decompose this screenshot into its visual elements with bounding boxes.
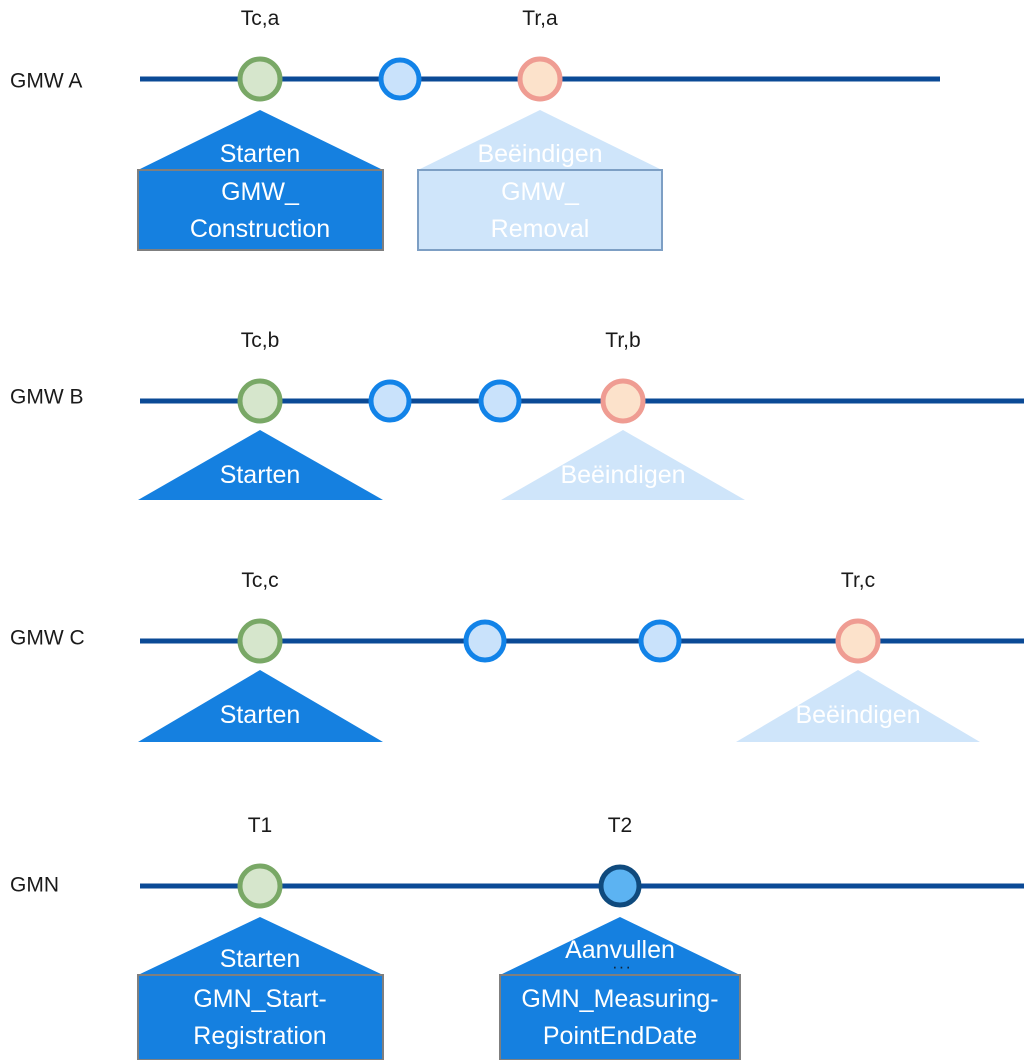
flag-box-line1: GMN_Start-	[193, 985, 326, 1013]
time-label-trb: Tr,b	[605, 329, 640, 352]
flag-starten-gmn[interactable]: Starten GMN_Start- Registration	[137, 917, 384, 1060]
intermediate-marker-2[interactable]	[478, 379, 522, 423]
flag-title: Beëindigen	[560, 461, 685, 489]
construction-marker[interactable]	[237, 56, 283, 102]
removal-marker[interactable]	[835, 618, 881, 664]
flag-box-line2: Registration	[193, 1022, 326, 1050]
flag-box-line2: Removal	[491, 215, 590, 243]
construction-marker[interactable]	[237, 378, 283, 424]
flag-starten-b[interactable]: Starten	[138, 430, 383, 500]
flag-pentagon	[138, 670, 383, 742]
row-gmw-c: GMW C Starten Beëindigen Tc,c Tr,c	[10, 569, 1024, 742]
flag-pentagon	[501, 430, 745, 500]
flag-pentagon	[736, 670, 980, 742]
flag-starten-c[interactable]: Starten	[138, 670, 383, 742]
flag-title: Aanvullen	[565, 936, 675, 964]
flag-box-line2: Construction	[190, 215, 330, 243]
construction-marker[interactable]	[237, 618, 283, 664]
flag-aanvullen-gmn[interactable]: Aanvullen ··· GMN_Measuring- PointEndDat…	[499, 917, 741, 1060]
flag-box-line1: GMW_	[501, 178, 580, 206]
flag-box	[499, 974, 741, 1060]
time-label-t1: T1	[248, 814, 273, 837]
time-label-tcb: Tc,b	[241, 329, 280, 352]
row-gmn: GMN Starten GMN_Start- Registration Aanv…	[10, 814, 1024, 1060]
intermediate-marker-2[interactable]	[638, 619, 682, 663]
row-label-gmw-b: GMW B	[10, 386, 84, 409]
time-label-tcc: Tc,c	[241, 569, 278, 592]
intermediate-marker[interactable]	[378, 57, 422, 101]
flag-beeindigen-c[interactable]: Beëindigen	[736, 670, 980, 742]
flag-pentagon	[138, 110, 383, 172]
time-label-tra: Tr,a	[522, 7, 558, 30]
flag-beeindigen-b[interactable]: Beëindigen	[501, 430, 745, 500]
flag-box-line1: GMN_Measuring-	[521, 985, 718, 1013]
flag-box-line1: GMW_	[221, 178, 300, 206]
time-label-t2: T2	[608, 814, 633, 837]
flag-title: Beëindigen	[795, 701, 920, 729]
time-label-tca: Tc,a	[241, 7, 280, 30]
intermediate-marker-1[interactable]	[368, 379, 412, 423]
flag-title: Starten	[220, 945, 301, 973]
flag-box	[137, 974, 384, 1060]
flag-box-line2: PointEndDate	[543, 1022, 697, 1050]
row-gmw-a: GMW A Starten GMW_ Construction Beëindig…	[10, 7, 940, 251]
flag-title: Starten	[220, 701, 301, 729]
flag-title: Beëindigen	[477, 140, 602, 168]
row-gmw-b: GMW B Starten Beëindigen Tc,b Tr,b	[10, 329, 1024, 500]
flag-subtitle-ellipsis: ···	[612, 957, 632, 976]
flag-box	[417, 169, 663, 251]
intermediate-marker-1[interactable]	[463, 619, 507, 663]
flag-pentagon	[138, 917, 383, 977]
flag-starten-a[interactable]: Starten GMW_ Construction	[137, 110, 384, 251]
measuring-point-marker[interactable]	[598, 864, 642, 908]
flag-pentagon	[138, 430, 383, 500]
flag-pentagon	[500, 917, 740, 977]
removal-marker[interactable]	[600, 378, 646, 424]
row-label-gmw-c: GMW C	[10, 627, 85, 650]
flag-title: Starten	[220, 461, 301, 489]
removal-marker[interactable]	[517, 56, 563, 102]
start-registration-marker[interactable]	[237, 863, 283, 909]
row-label-gmw-a: GMW A	[10, 70, 82, 93]
row-label-gmn: GMN	[10, 874, 59, 897]
flag-title: Starten	[220, 140, 301, 168]
flag-pentagon	[418, 110, 662, 172]
flag-box	[137, 169, 384, 251]
flag-beeindigen-a[interactable]: Beëindigen GMW_ Removal	[417, 110, 663, 251]
time-label-trc: Tr,c	[841, 569, 875, 592]
